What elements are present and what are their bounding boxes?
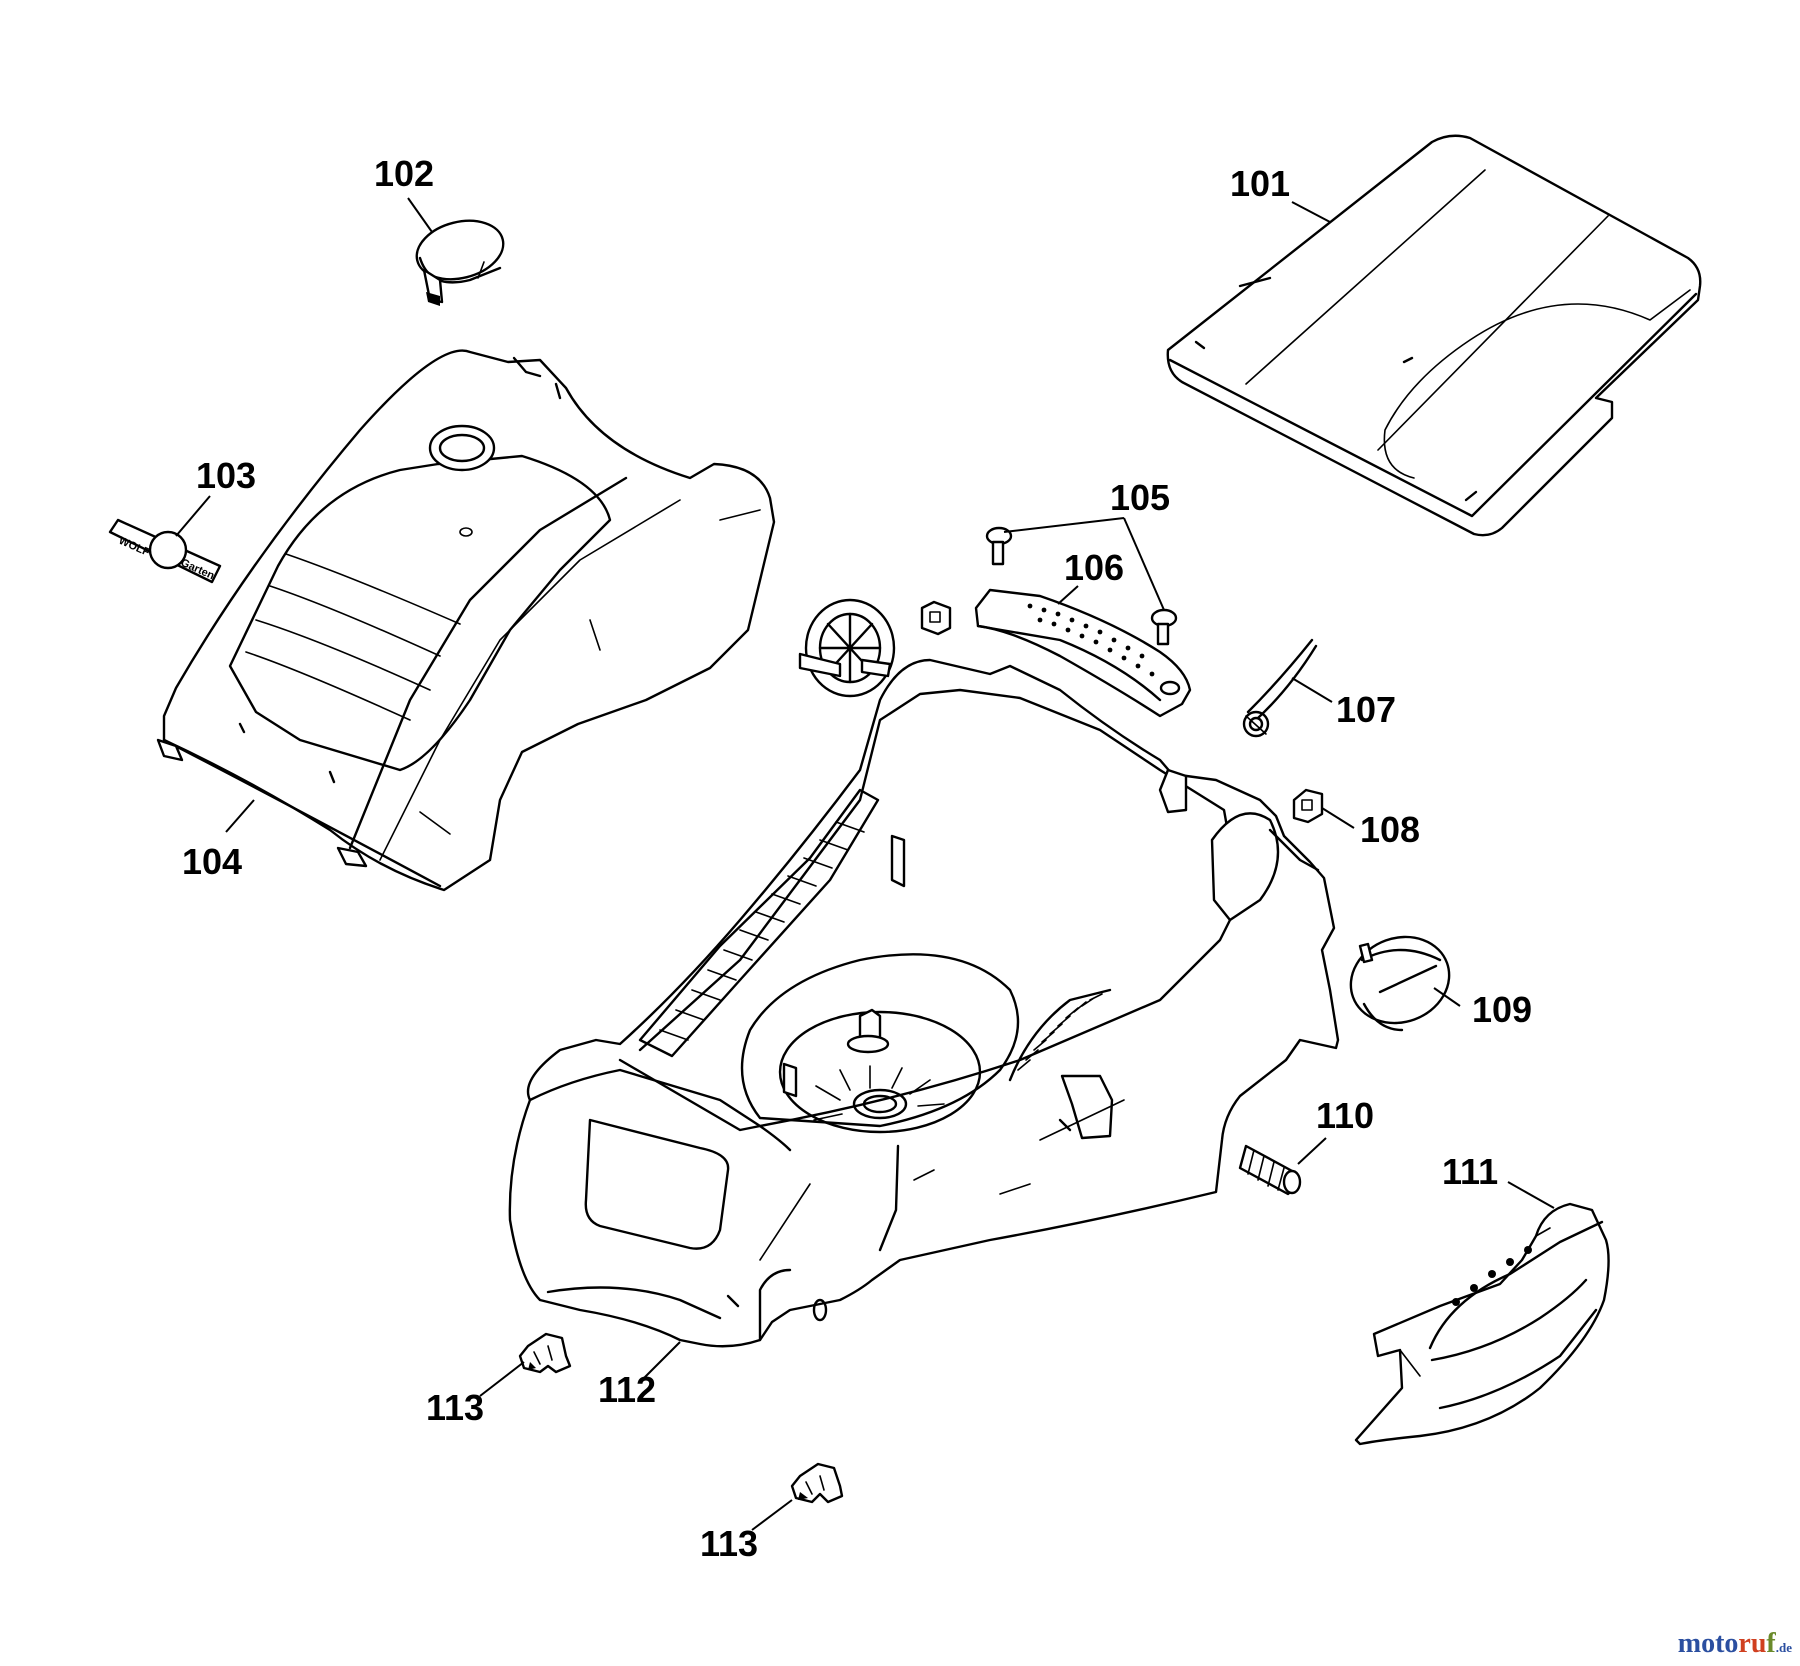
label-111: 111: [1442, 1151, 1498, 1192]
part-113-clip-lower: [790, 1462, 844, 1504]
part-102-cap: [415, 219, 505, 306]
watermark-part3: f: [1766, 1628, 1776, 1659]
watermark-part2: ru: [1738, 1628, 1767, 1659]
part-nut-small: [920, 600, 952, 636]
part-103-badge: WOLF Garten: [108, 518, 222, 584]
part-112-chassis: [508, 658, 1340, 1348]
watermark-suffix: .de: [1775, 1640, 1792, 1655]
label-104: 104: [182, 841, 242, 882]
part-108-nut: [1292, 788, 1324, 824]
part-106-bracket: [974, 588, 1192, 718]
label-110: 110: [1316, 1095, 1374, 1136]
label-108: 108: [1360, 809, 1420, 850]
part-110-sleeve: [1238, 1144, 1302, 1196]
part-111-cover: [1354, 1202, 1610, 1446]
part-wheel-adjuster: [798, 598, 896, 698]
label-103: 103: [196, 455, 256, 496]
label-107: 107: [1336, 689, 1396, 730]
label-105: 105: [1110, 477, 1170, 518]
label-101: 101: [1230, 163, 1290, 204]
label-102: 102: [374, 153, 434, 194]
part-107-spring: [1242, 638, 1318, 738]
part-labels: 101 102 103 104 105 106 107 108 109 110 …: [182, 153, 1532, 1564]
watermark-part1: moto: [1677, 1628, 1739, 1659]
part-105-screws: [985, 526, 1178, 646]
part-109-knob: [1349, 935, 1451, 1032]
label-113-lower: 113: [700, 1523, 758, 1564]
leader-lines: [175, 197, 1555, 1531]
label-113-upper: 113: [426, 1387, 484, 1428]
watermark-logo: motoruf.de: [1678, 1628, 1792, 1660]
part-101-lid: [1166, 134, 1702, 537]
label-106: 106: [1064, 547, 1124, 588]
part-113-clip-upper: [518, 1332, 572, 1374]
label-109: 109: [1472, 989, 1532, 1030]
part-104-hood: [156, 349, 776, 892]
label-112: 112: [598, 1369, 656, 1410]
